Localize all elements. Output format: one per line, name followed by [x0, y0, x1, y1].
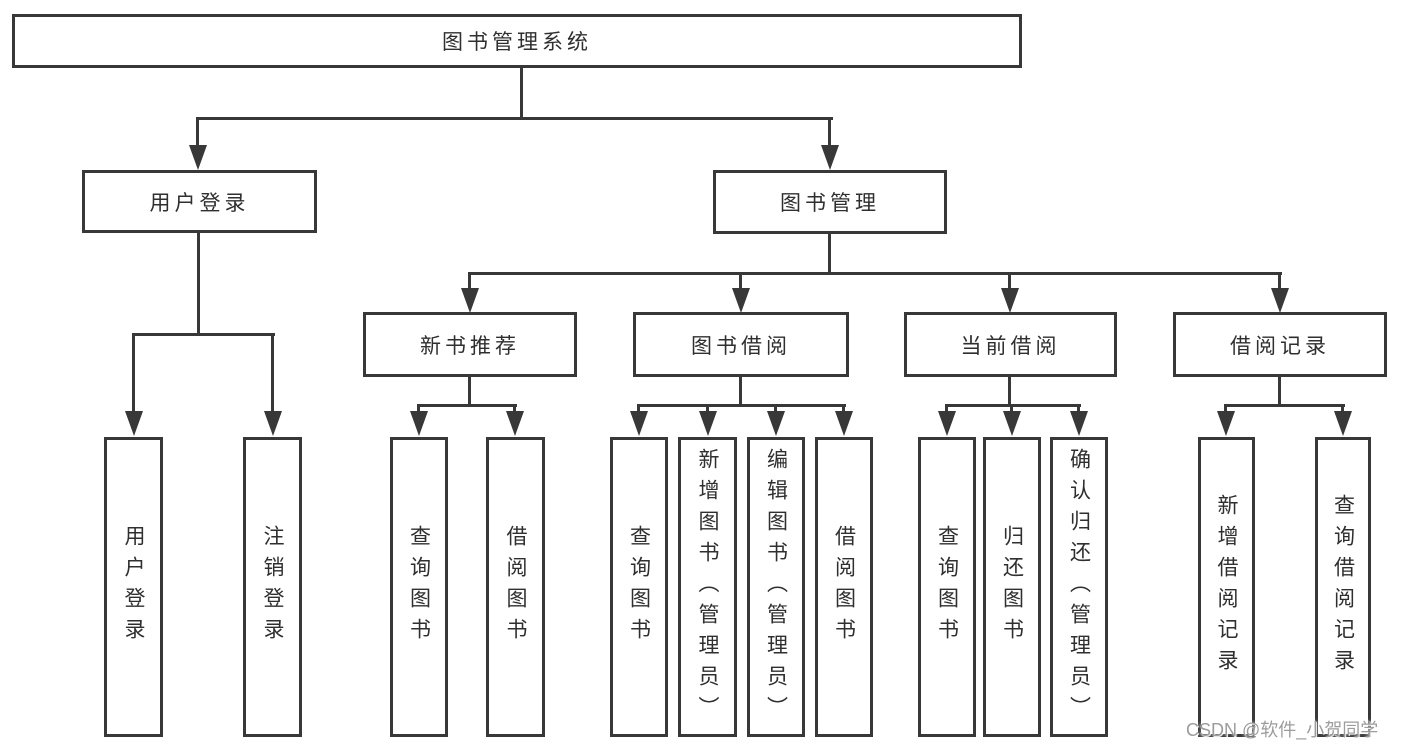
leaf-user-login: 用户登录 [104, 437, 163, 737]
connector-line [1008, 377, 1011, 406]
connector-line [417, 404, 517, 407]
connector-line [132, 333, 275, 336]
node-label: 查询图书 [627, 525, 651, 649]
node-label: 归还图书 [1000, 525, 1024, 649]
arrow-head-icon [821, 145, 839, 170]
node-label: 查询图书 [935, 525, 959, 649]
node-label: 新增借阅记录 [1215, 494, 1238, 680]
arrow-head-icon [1217, 411, 1235, 436]
node-label: 借阅图书 [504, 525, 527, 649]
leaf-return-books: 归还图书 [983, 437, 1041, 737]
arrow-head-icon [461, 288, 479, 313]
connector-line [1278, 377, 1281, 406]
leaf-add-borrow-record: 新增借阅记录 [1198, 437, 1255, 737]
connector-line [637, 404, 640, 414]
arrow-head-icon [1334, 411, 1352, 436]
arrow-head-icon [732, 288, 750, 313]
connector-line [132, 333, 135, 413]
node-borrowing-records: 借阅记录 [1173, 312, 1387, 377]
leaf-query-books-recommend: 查询图书 [390, 437, 448, 737]
arrow-head-icon [767, 411, 785, 436]
arrow-head-icon [835, 411, 853, 436]
connector-line [1224, 404, 1227, 414]
connector-line [1008, 272, 1011, 290]
connector-line [842, 404, 845, 414]
connector-line [196, 117, 199, 147]
arrow-head-icon [699, 411, 717, 436]
connector-line [468, 272, 471, 290]
arrow-head-icon [264, 411, 282, 436]
node-book-borrowing: 图书借阅 [633, 312, 849, 377]
connector-line [945, 404, 1081, 407]
connector-line [1224, 404, 1345, 407]
arrow-head-icon [1070, 411, 1088, 436]
connector-line [520, 68, 523, 118]
connector-line [271, 333, 274, 413]
connector-line [196, 117, 833, 120]
node-label: 用户登录 [149, 191, 250, 215]
connector-line [1341, 404, 1344, 414]
connector-line [739, 377, 742, 406]
connector-line [828, 117, 831, 147]
leaf-query-books-borrowing: 查询图书 [610, 437, 668, 737]
arrow-head-icon [125, 411, 143, 436]
leaf-query-borrow-record: 查询借阅记录 [1315, 437, 1371, 737]
connector-line [637, 404, 846, 407]
leaf-query-books-current: 查询图书 [918, 437, 976, 737]
node-label: 注销登录 [261, 525, 284, 649]
node-label: 借阅记录 [1230, 334, 1330, 358]
arrow-head-icon [1003, 411, 1021, 436]
node-label: 新增图书（管理员） [696, 447, 719, 727]
node-label: 图书借阅 [691, 334, 791, 358]
leaf-borrow-books: 借阅图书 [815, 437, 873, 737]
leaf-logout: 注销登录 [243, 437, 302, 737]
arrow-head-icon [410, 411, 428, 436]
arrow-head-icon [1001, 288, 1019, 313]
leaf-add-book-admin: 新增图书（管理员） [678, 437, 737, 737]
arrow-head-icon [1271, 288, 1289, 313]
node-current-borrowing: 当前借阅 [904, 312, 1117, 377]
node-label: 借阅图书 [832, 525, 856, 649]
node-label: 用户登录 [122, 525, 145, 649]
node-user-login-branch: 用户登录 [82, 170, 317, 233]
connector-line [706, 404, 709, 414]
node-label: 查询图书 [407, 525, 431, 649]
node-new-book-recommendation: 新书推荐 [363, 312, 577, 377]
node-label: 确认归还（管理员） [1067, 447, 1091, 727]
connector-line [468, 272, 1282, 275]
node-label: 查询借阅记录 [1331, 494, 1355, 680]
node-label: 当前借阅 [960, 334, 1061, 358]
leaf-edit-book-admin: 编辑图书（管理员） [747, 437, 805, 737]
connector-line [1077, 404, 1080, 414]
csdn-watermark: CSDN @软件_小贺同学 [1186, 720, 1379, 740]
connector-line [513, 404, 516, 414]
node-book-management-branch: 图书管理 [713, 170, 947, 234]
connector-line [1278, 272, 1281, 290]
arrow-head-icon [630, 411, 648, 436]
leaf-confirm-return-admin: 确认归还（管理员） [1050, 437, 1108, 737]
connector-line [468, 377, 471, 406]
node-label: 编辑图书（管理员） [764, 447, 788, 727]
connector-line [774, 404, 777, 414]
connector-line [828, 233, 831, 274]
node-label: 新书推荐 [420, 334, 520, 358]
node-label: 图书管理系统 [442, 31, 592, 54]
node-label: 图书管理 [780, 192, 880, 215]
arrow-head-icon [506, 411, 524, 436]
connector-line [945, 404, 948, 414]
arrow-head-icon [938, 411, 956, 436]
connector-line [197, 233, 200, 335]
connector-line [417, 404, 420, 414]
arrow-head-icon [189, 145, 207, 170]
connector-line [739, 272, 742, 290]
leaf-borrow-books-recommend: 借阅图书 [486, 437, 545, 737]
node-library-system: 图书管理系统 [12, 14, 1022, 68]
connector-line [1010, 404, 1013, 414]
